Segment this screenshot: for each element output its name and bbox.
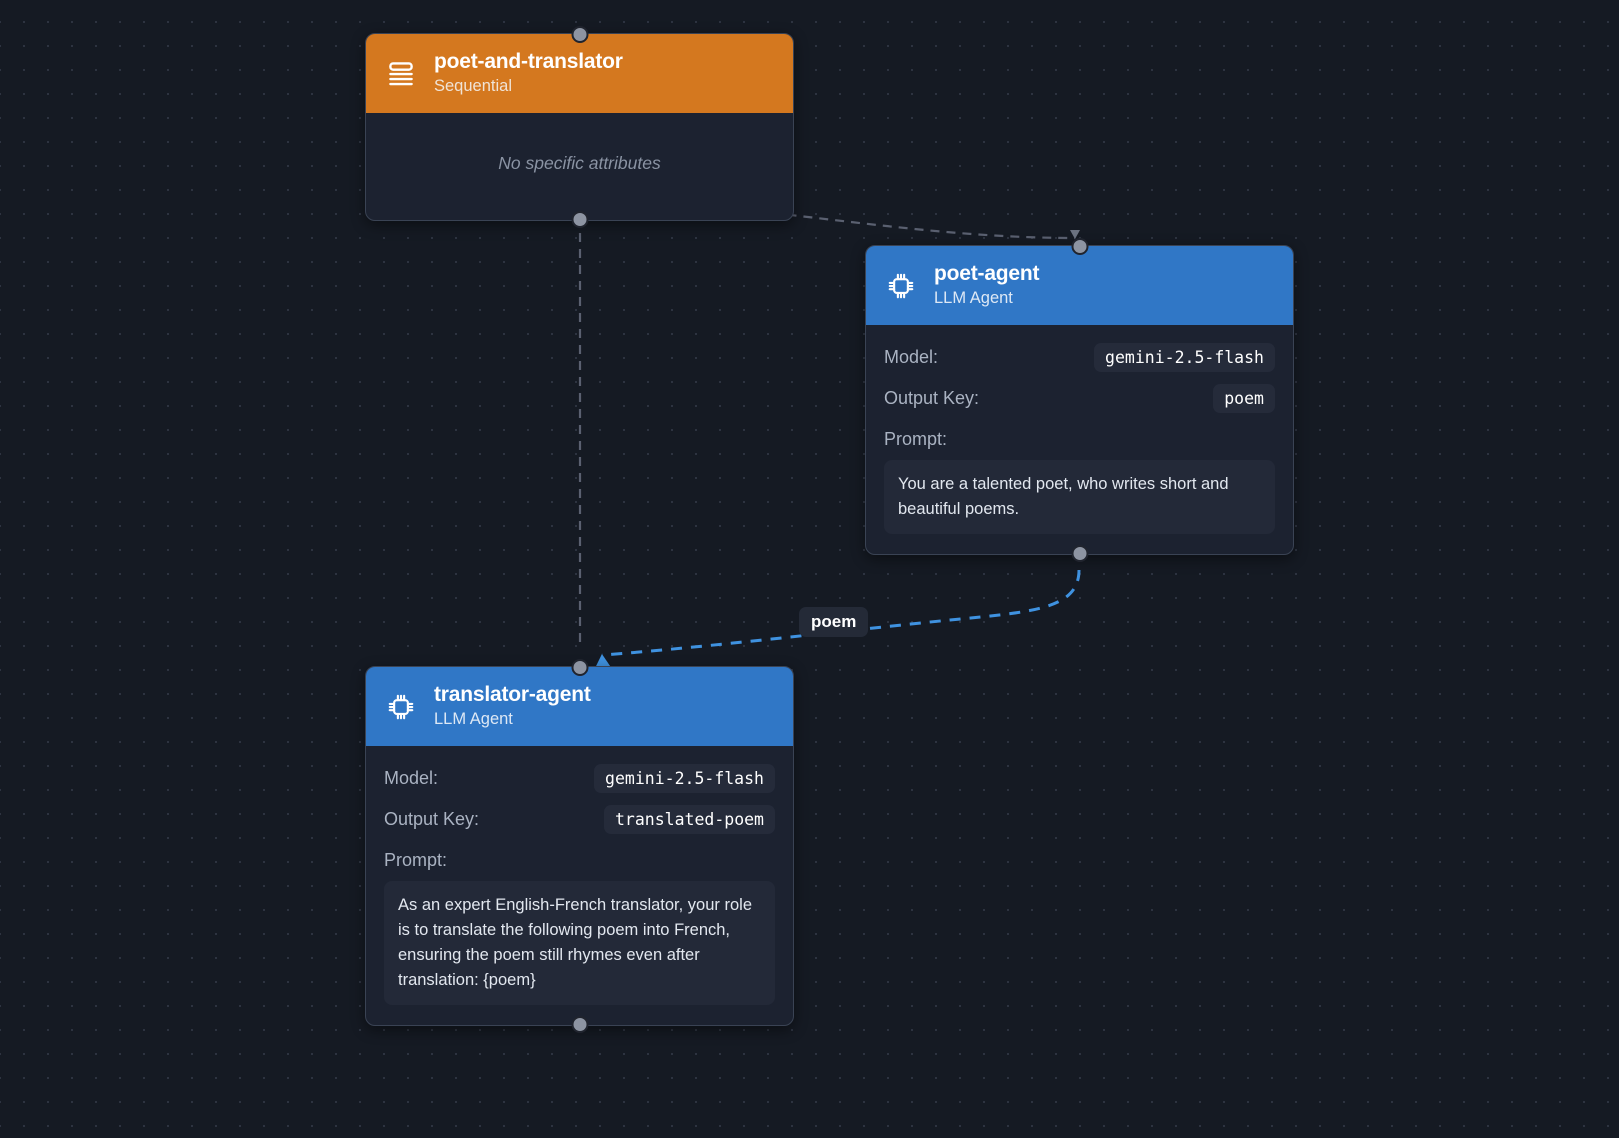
edge-label-poem[interactable]: poem [799, 607, 869, 637]
model-label: Model: [384, 767, 439, 788]
node-title: poet-and-translator [434, 50, 623, 73]
node-header: translator-agent LLM Agent [366, 667, 793, 746]
node-poet-and-translator[interactable]: poet-and-translator Sequential No specif… [365, 26, 794, 228]
attribute-row-model: Model: gemini-2.5-flash [884, 342, 1275, 372]
node-handle-target[interactable] [571, 26, 588, 43]
output-key-label: Output Key: [884, 387, 980, 408]
output-key-value: translated-poem [603, 804, 775, 834]
attribute-row-model: Model: gemini-2.5-flash [384, 763, 775, 793]
node-translator-agent[interactable]: translator-agent LLM Agent Model: gemini… [365, 659, 794, 1034]
node-body: Model: gemini-2.5-flash Output Key: tran… [366, 746, 793, 1025]
node-subtitle: LLM Agent [434, 710, 513, 729]
prompt-label: Prompt: [884, 428, 948, 449]
attribute-row-output-key: Output Key: translated-poem [384, 804, 775, 834]
prompt-label: Prompt: [384, 849, 448, 870]
model-value: gemini-2.5-flash [594, 763, 775, 793]
node-poet-agent[interactable]: poet-agent LLM Agent Model: gemini-2.5-f… [865, 238, 1294, 562]
node-body: Model: gemini-2.5-flash Output Key: poem… [866, 325, 1293, 554]
node-handle-target[interactable] [1071, 238, 1088, 255]
stack-icon [384, 57, 418, 91]
output-key-value: poem [1213, 383, 1275, 413]
node-title: translator-agent [434, 683, 591, 706]
node-body: No specific attributes [366, 113, 793, 220]
cpu-chip-icon [384, 690, 418, 724]
model-label: Model: [884, 346, 939, 367]
attribute-row-output-key: Output Key: poem [884, 383, 1275, 413]
prompt-value: As an expert English-French translator, … [384, 880, 775, 1006]
empty-attributes-text: No specific attributes [498, 152, 661, 173]
node-title: poet-agent [934, 262, 1040, 285]
node-subtitle: Sequential [434, 77, 512, 96]
node-handle-source[interactable] [571, 1016, 588, 1034]
node-handle-source[interactable] [1071, 544, 1088, 562]
node-handle-source[interactable] [571, 210, 588, 228]
node-header: poet-and-translator Sequential [366, 34, 793, 113]
node-subtitle: LLM Agent [934, 289, 1013, 308]
output-key-label: Output Key: [384, 808, 480, 829]
model-value: gemini-2.5-flash [1094, 342, 1275, 372]
node-header: poet-agent LLM Agent [866, 246, 1293, 325]
prompt-value: You are a talented poet, who writes shor… [884, 459, 1275, 534]
node-handle-target[interactable] [571, 659, 588, 676]
cpu-chip-icon [884, 269, 918, 303]
